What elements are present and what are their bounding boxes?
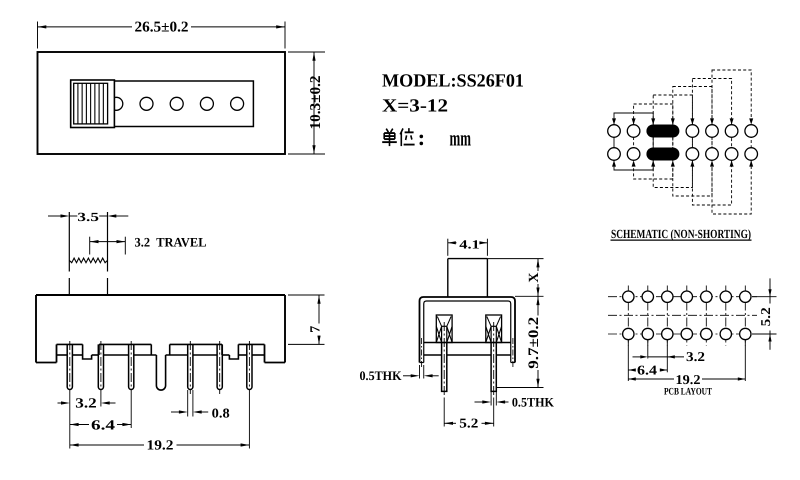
svg-text:0.5THK: 0.5THK — [360, 368, 403, 383]
svg-text:PCB LAYOUT: PCB LAYOUT — [664, 387, 712, 398]
svg-text:6.4: 6.4 — [637, 363, 657, 378]
svg-text:X: X — [527, 273, 542, 283]
svg-text:5.2: 5.2 — [758, 307, 773, 326]
svg-text:26.5±0.2: 26.5±0.2 — [135, 20, 189, 36]
svg-text:0.5THK: 0.5THK — [512, 395, 555, 410]
svg-text:0.8: 0.8 — [212, 405, 230, 420]
svg-text:SCHEMATIC (NON-SHORTING): SCHEMATIC (NON-SHORTING) — [611, 227, 751, 241]
svg-text:10.3±0.2: 10.3±0.2 — [308, 76, 324, 130]
svg-text:7: 7 — [308, 326, 323, 333]
svg-text:3.2: 3.2 — [686, 349, 705, 364]
svg-text:6.4: 6.4 — [91, 419, 115, 434]
svg-text:19.2: 19.2 — [147, 439, 174, 454]
svg-text:19.2: 19.2 — [676, 372, 701, 387]
svg-text:X=3-12: X=3-12 — [382, 97, 448, 117]
svg-text:mm: mm — [450, 125, 472, 150]
svg-text:MODEL:SS26F01: MODEL:SS26F01 — [382, 72, 524, 92]
svg-text:4.1: 4.1 — [459, 237, 480, 251]
svg-text:3.2 TRAVEL: 3.2 TRAVEL — [135, 235, 207, 250]
svg-text:5.2: 5.2 — [459, 416, 478, 431]
svg-text:9.7±0.2: 9.7±0.2 — [526, 317, 542, 369]
svg-text:3.2: 3.2 — [75, 396, 97, 411]
svg-text:3.5: 3.5 — [77, 210, 99, 224]
